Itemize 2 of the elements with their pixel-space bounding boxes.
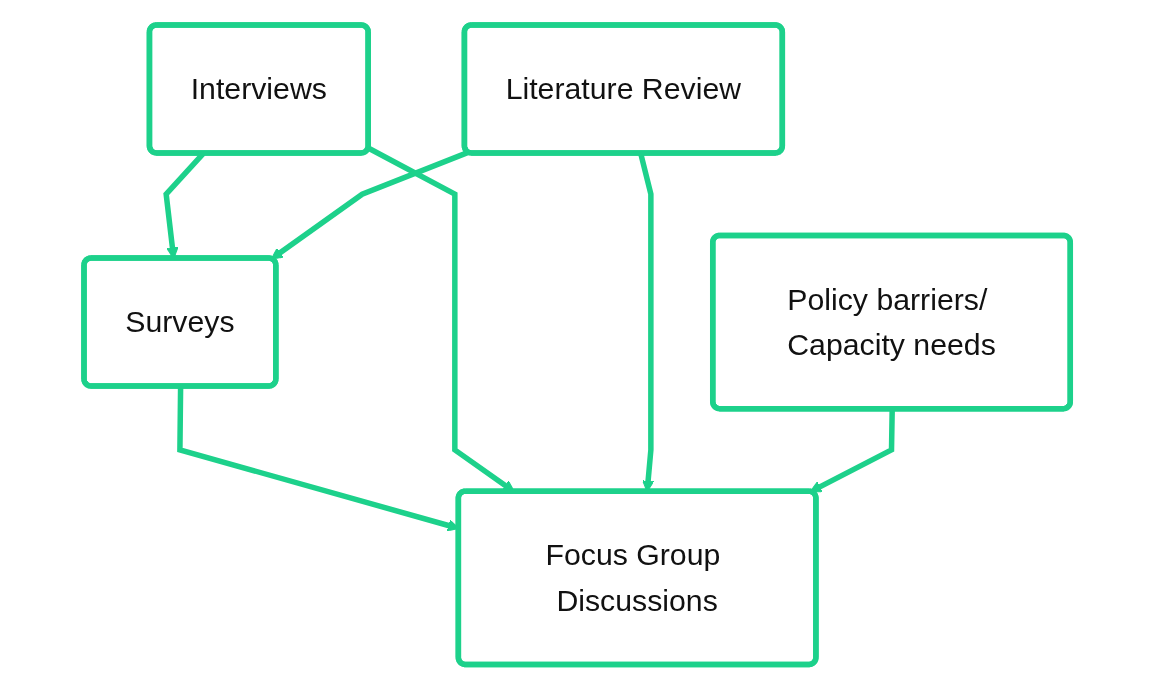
arrow xyxy=(809,409,896,493)
arrow xyxy=(271,149,470,260)
